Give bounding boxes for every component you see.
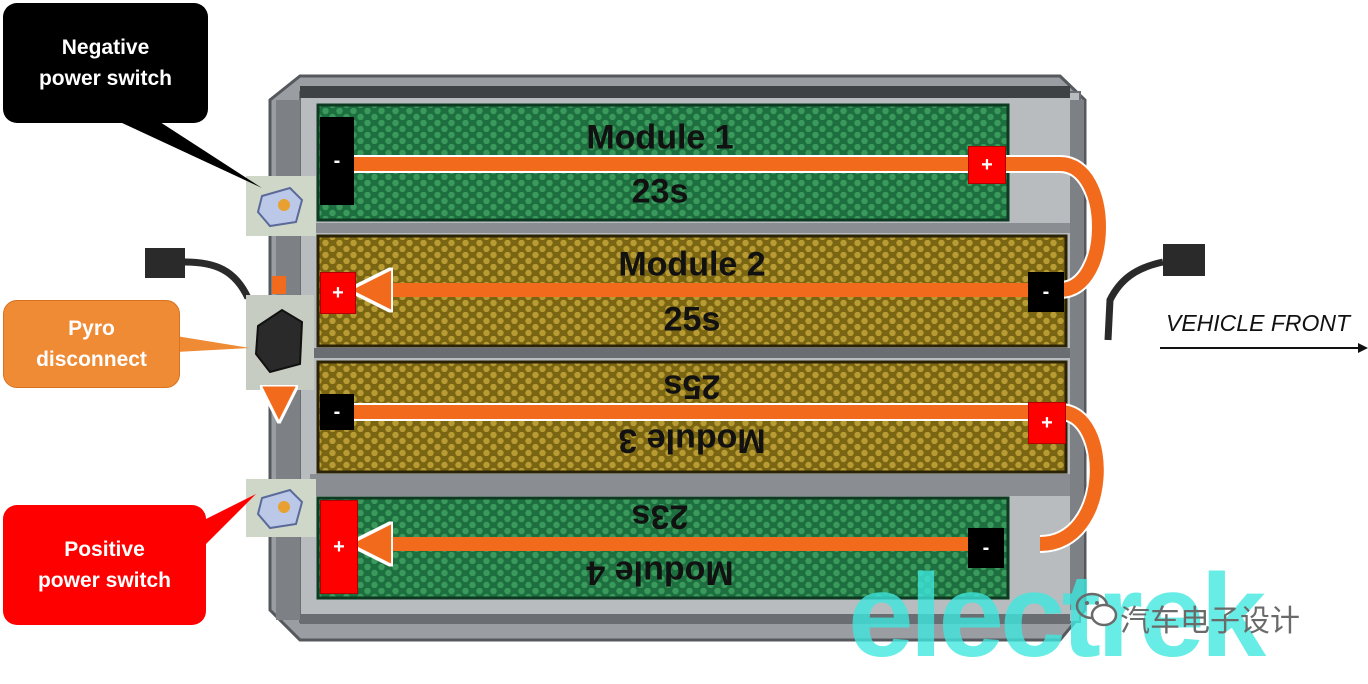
negative-switch-part [246,176,316,236]
module-1-plus-terminal: + [968,146,1006,184]
negative-power-switch-label: Negative power switch [3,3,208,123]
pack-right-rail [1070,100,1084,610]
wechat-watermark-text: 汽车电子设计 [1120,605,1300,638]
current-flow-module-1-core [352,157,1106,297]
positive-label-line-1: Positive [64,538,145,561]
module-1-cells: 23s [631,172,689,211]
right-connector [1104,244,1205,341]
module-2-minus-terminal: - [1028,272,1064,312]
current-flow-upper-link [272,276,286,294]
wechat-icon [1075,592,1118,627]
pyro-callout-pointer [176,336,250,352]
positive-callout-pointer [204,494,256,546]
module-4-minus-terminal: - [968,528,1004,568]
vehicle-front-label: VEHICLE FRONT [1166,310,1351,336]
module-3-minus-terminal: - [320,394,354,430]
positive-switch-part [246,479,316,537]
vehicle-front-arrowhead [1358,343,1368,353]
cooling-channel-1 [310,223,1070,233]
positive-label-line-2: power switch [37,569,172,592]
left-connector [145,248,252,300]
module-2-plus-terminal: + [320,272,356,314]
module-1-name: Module 1 [586,118,734,157]
current-flow-module-3-core [352,405,1104,551]
electrek-watermark: electrek [848,550,1266,682]
cooling-channel-2 [310,348,1070,358]
pyro-label-line-1: Pyro [68,317,115,340]
pack-bottom-rail [300,614,1070,624]
negative-label-line-1: Negative [61,36,150,59]
cooling-channel-3 [310,474,1070,496]
module-3-plus-terminal: + [1028,402,1066,444]
pyro-label-line-2: disconnect [36,348,147,371]
pyro-disconnect-label: Pyro disconnect [3,300,180,388]
pyro-part [246,295,314,390]
module-2-cells: 25s [663,300,721,339]
positive-power-switch-label: Positive power switch [3,505,206,625]
negative-label-line-2: power switch [38,67,173,90]
module-1-minus-terminal: - [320,117,354,205]
pack-top-rail [300,86,1070,98]
negative-callout-pointer [120,122,262,188]
module-2-name: Module 2 [618,245,766,284]
module-4-plus-terminal: + [320,500,358,594]
